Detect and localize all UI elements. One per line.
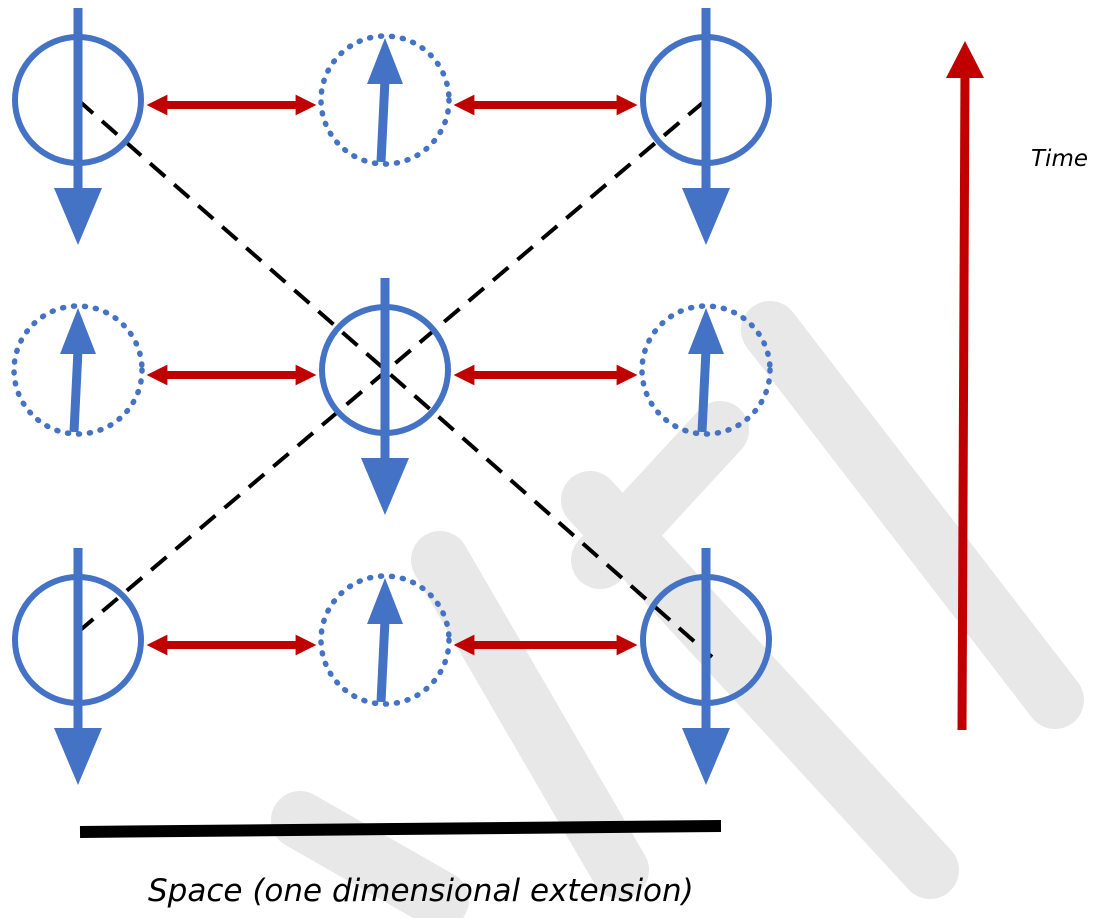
space-axis-bar — [79, 820, 722, 838]
spin-down-arrow-icon — [54, 728, 102, 785]
spin-up-shaft — [69, 349, 83, 433]
spin-site-dotted-circle-icon — [318, 573, 452, 707]
spin-site-dotted-circle-icon — [11, 303, 145, 437]
spin-site-bottom-3 — [640, 548, 772, 785]
spin-down-arrow-icon — [682, 728, 730, 785]
spin-sites — [11, 8, 773, 785]
time-axis-shaft — [957, 67, 970, 731]
spin-site-middle-3 — [639, 303, 773, 437]
correlation-line-ascending — [76, 98, 708, 634]
spin-site-dotted-circle-icon — [318, 33, 452, 167]
coupling-arrows — [146, 94, 638, 656]
watermark-stroke — [561, 471, 959, 899]
watermark-stroke — [741, 301, 1084, 729]
spin-site-middle-1 — [11, 303, 145, 437]
spin-up-arrow-icon — [367, 38, 403, 84]
spin-site-bottom-2 — [318, 573, 452, 707]
spin-up-arrow-icon — [60, 308, 96, 354]
spin-site-dotted-circle-icon — [639, 303, 773, 437]
spin-site-bottom-1 — [12, 548, 144, 785]
spin-down-arrow-icon — [54, 188, 102, 245]
spin-site-top-2 — [318, 33, 452, 167]
spin-site-middle-2 — [319, 278, 451, 515]
space-axis-label: Space (one dimensional extension) — [148, 873, 694, 909]
spin-up-shaft — [376, 619, 390, 703]
watermark — [271, 301, 1084, 918]
spin-site-top-3 — [640, 8, 772, 245]
time-axis-label: Time — [1031, 146, 1088, 172]
spin-down-arrow-icon — [682, 188, 730, 245]
time-axis-arrow-icon — [946, 41, 984, 78]
spin-down-arrow-icon — [361, 458, 409, 515]
spin-up-arrow-icon — [367, 578, 403, 624]
time-axis — [946, 41, 984, 731]
spin-up-shaft — [376, 79, 390, 163]
spin-up-shaft — [697, 349, 711, 433]
correlation-lines — [76, 98, 714, 659]
spin-site-top-1 — [12, 8, 144, 245]
watermark-stroke — [571, 401, 749, 589]
watermark-stroke — [411, 531, 649, 899]
spin-up-arrow-icon — [688, 308, 724, 354]
correlation-line-descending — [76, 98, 714, 659]
